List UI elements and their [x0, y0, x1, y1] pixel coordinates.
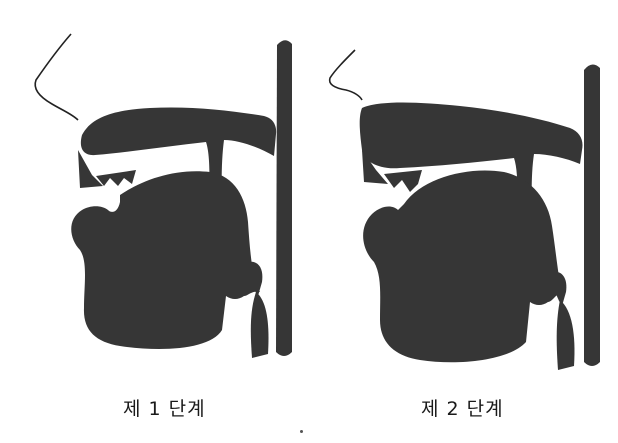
stage2-caption: 제 2 단계 [421, 394, 504, 421]
stage2-pharynx-wall [584, 64, 600, 366]
stage1-face-profile-line [35, 34, 78, 120]
stage1-pharynx-wall [276, 40, 292, 356]
stage1-caption: 제 1 단계 [123, 394, 206, 421]
speck [300, 430, 303, 433]
stage2-teeth-upper [384, 170, 422, 192]
stage1-teeth-upper [96, 170, 136, 186]
stage1-oral-cavity [71, 171, 260, 349]
stage2-larynx [557, 300, 575, 370]
stage2-head [330, 50, 600, 370]
stage1-larynx [251, 292, 269, 358]
stage1-head [35, 34, 292, 358]
stage2-face-profile-line [330, 50, 362, 100]
stage1-upper-lip [78, 150, 103, 188]
stage2-tongue [363, 170, 562, 362]
